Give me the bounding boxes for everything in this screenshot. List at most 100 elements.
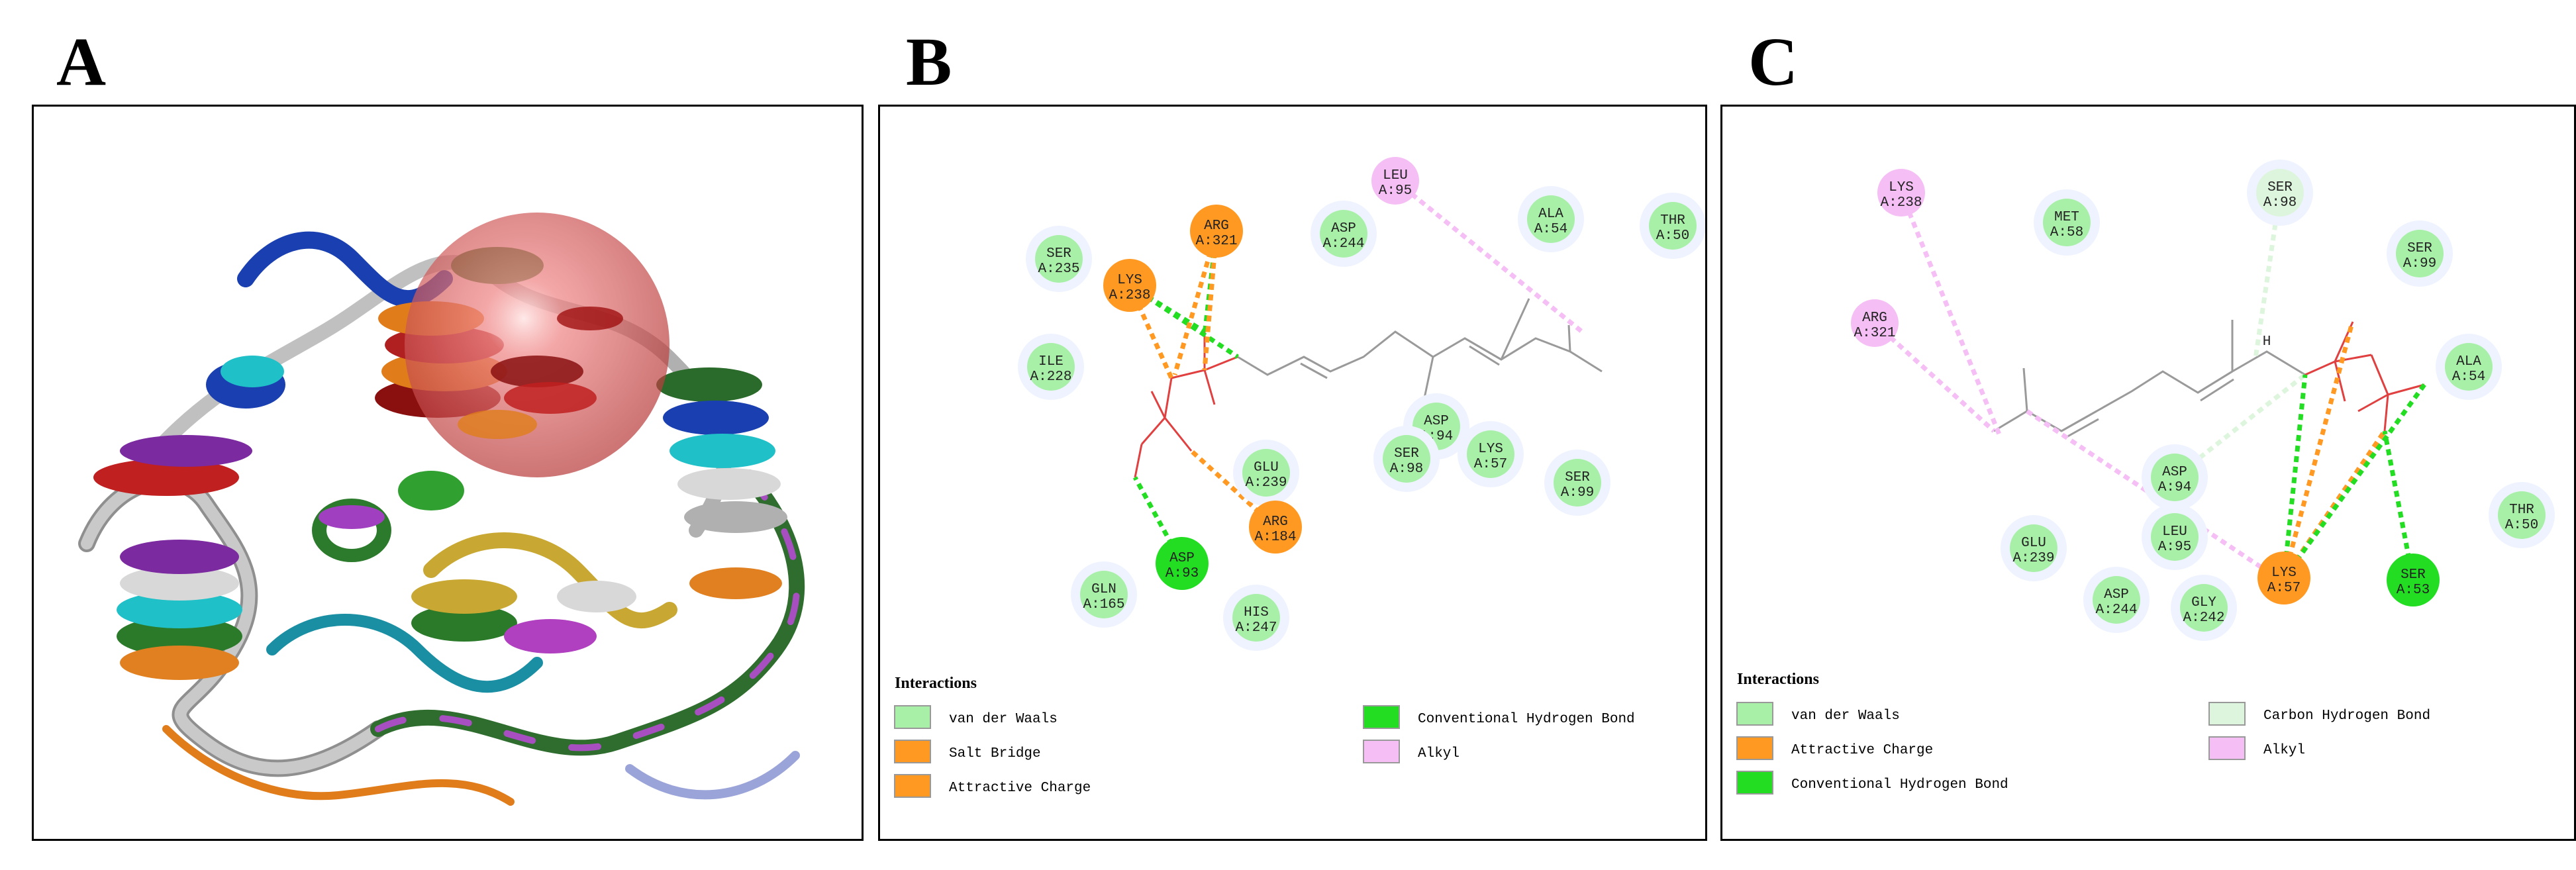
residue-circle [2498, 491, 2546, 539]
residue-circle [1232, 594, 1280, 642]
panel-label-a: A [56, 24, 107, 100]
residue-name: ALA [1538, 207, 1563, 222]
residue-circle [1527, 195, 1575, 243]
legend-label: Carbon Hydrogen Bond [2263, 708, 2430, 724]
residue-id: A:93 [1165, 566, 1199, 581]
legend-item: Attractive Charge [894, 774, 1091, 798]
legend-label: Salt Bridge [949, 746, 1041, 761]
residue-circle [2043, 199, 2091, 246]
residue-name: LEU [1383, 168, 1408, 183]
legend-title: Interactions [1737, 671, 1819, 688]
residue-circle [2093, 576, 2140, 624]
residue-id: A:95 [1379, 183, 1412, 199]
helix-right [656, 367, 787, 599]
residue-circle [1080, 571, 1128, 618]
binding-pocket-sphere [405, 213, 669, 477]
residue-name: ASP [2162, 465, 2187, 480]
residue-circle [2387, 554, 2440, 606]
helix-top-left [93, 356, 285, 496]
residue-name: ASP [1169, 551, 1195, 566]
residue-name: SER [2267, 180, 2293, 195]
residue-id: A:54 [1534, 222, 1567, 237]
residue-circle [1242, 449, 1290, 497]
residue-circle [1649, 202, 1697, 250]
residue-name: ARG [1263, 514, 1288, 530]
legend-label: Alkyl [2263, 743, 2305, 758]
legend-label: Alkyl [1418, 746, 1460, 761]
residue-id: A:239 [2012, 551, 2054, 566]
panel-a-protein-structure [32, 105, 864, 841]
residue-circle [2151, 513, 2199, 561]
ligand-c-phosphates [2304, 321, 2425, 432]
legend-item: van der Waals [1736, 702, 1900, 726]
residue-circle [1156, 537, 1209, 590]
legend-item: van der Waals [894, 705, 1058, 729]
legend-item: Alkyl [2208, 736, 2305, 760]
residue-name: SER [1046, 246, 1071, 262]
residue-name: ARG [1862, 311, 1887, 326]
interaction-lines-c [1873, 191, 2426, 581]
residue-circle [1851, 299, 1899, 347]
residue-name: SER [1565, 470, 1590, 485]
residue-name: GLU [1254, 460, 1279, 475]
residue-id: A:247 [1235, 620, 1277, 636]
legend-swatch [894, 705, 931, 729]
residue-id: A:99 [2403, 256, 2436, 271]
residue-group-c: LYSA:238META:58SERA:98SERA:99ARGA:321ALA… [1851, 160, 2555, 641]
residue-name: SER [2401, 567, 2426, 583]
residue-circle [2256, 169, 2304, 217]
legend-swatch [1363, 705, 1400, 729]
residue-name: ASP [1331, 221, 1356, 236]
panel-label-b: B [906, 24, 952, 100]
residue-id: A:58 [2050, 225, 2083, 240]
legend-item: Conventional Hydrogen Bond [1736, 771, 2008, 795]
legend-item: Attractive Charge [1736, 736, 1933, 760]
residue-id: A:242 [2183, 610, 2224, 626]
residue-name: THR [2509, 503, 2534, 518]
residue-circle [1554, 459, 1601, 507]
residue-id: A:99 [1561, 485, 1594, 501]
residue-circle [2180, 584, 2228, 632]
legend-title: Interactions [895, 675, 977, 692]
residue-circle [1103, 259, 1156, 312]
helix-in-pocket [458, 307, 623, 439]
panel-c-svg: H LYSA:238META:58SERA:98SERA:99ARGA:321A… [1736, 160, 2555, 795]
legend-swatch [1363, 740, 1400, 763]
legend-item: Salt Bridge [894, 740, 1041, 763]
residue-name: ASP [2104, 587, 2129, 603]
residue-circle [1190, 205, 1243, 258]
legend-swatch [894, 774, 931, 798]
residue-id: A:57 [1474, 457, 1507, 472]
residue-circle [1467, 430, 1514, 478]
residue-circle [1035, 235, 1083, 283]
residue-id: A:321 [1854, 326, 1895, 341]
legend-swatch [894, 740, 931, 763]
residue-id: A:98 [2263, 195, 2297, 211]
residue-name: ARG [1204, 218, 1229, 234]
helix-left [117, 540, 242, 680]
hydrogen-label: H [2263, 334, 2271, 350]
residue-id: A:50 [1656, 228, 1689, 244]
residue-id: A:228 [1030, 369, 1071, 385]
residue-name: LEU [2162, 524, 2187, 540]
residue-id: A:238 [1880, 195, 1922, 211]
ligand-b-skeleton [1237, 298, 1603, 399]
residue-id: A:244 [2095, 603, 2137, 618]
legend-label: Conventional Hydrogen Bond [1418, 712, 1635, 727]
